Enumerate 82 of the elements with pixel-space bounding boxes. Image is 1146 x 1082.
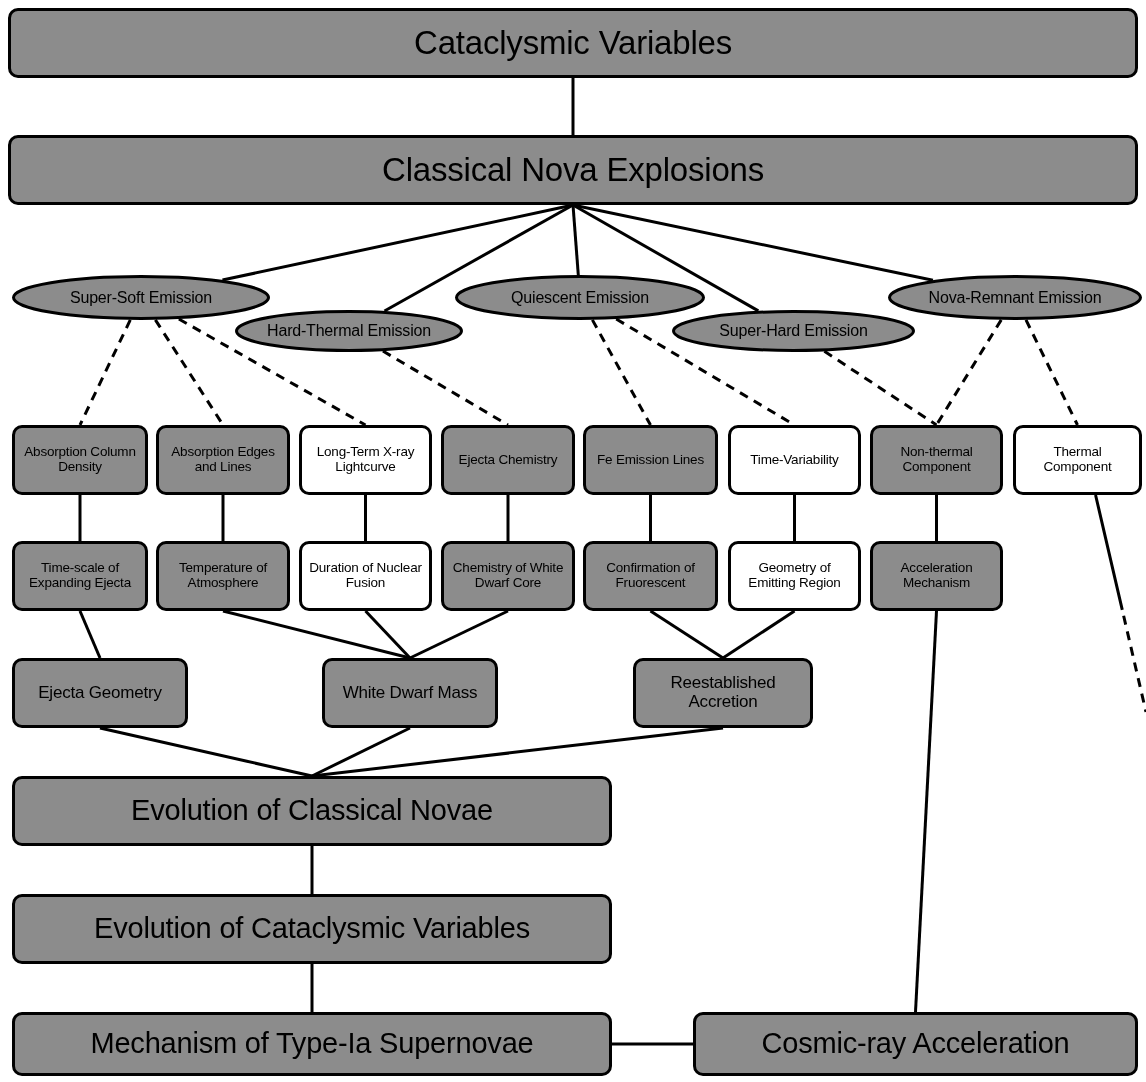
process-box	[870, 541, 1003, 611]
connector-line	[78, 495, 82, 541]
connector-line	[78, 610, 102, 659]
process-box	[12, 425, 148, 495]
process-box	[8, 8, 1138, 78]
node-label: Ejecta Geometry	[37, 683, 163, 703]
dashed-connector	[591, 319, 652, 426]
connector-line	[409, 609, 509, 660]
node-label: Fe Emission Lines	[596, 452, 705, 468]
node-label: Geometry of Emitting Region	[747, 561, 842, 591]
node-label: Evolution of Cataclysmic Variables	[93, 913, 531, 945]
process-box	[322, 658, 498, 728]
process-box	[156, 541, 290, 611]
dashed-connector	[1094, 494, 1146, 713]
process-box	[299, 425, 432, 495]
node-label: Thermal Component	[1042, 445, 1113, 475]
connector-line	[649, 609, 724, 660]
node-label: Temperature of Atmosphere	[178, 561, 269, 591]
connector-line	[311, 726, 724, 778]
node-label: Ejecta Chemistry	[457, 452, 559, 468]
dashed-connector	[178, 317, 367, 427]
connector-line	[649, 495, 652, 541]
connector-line	[793, 495, 796, 541]
connector-line	[310, 846, 314, 894]
node-label: Time-Variability	[749, 452, 840, 468]
node-label: Super-Soft Emission	[68, 288, 213, 307]
node-label: Time-scale of Expanding Ejecta	[28, 561, 132, 591]
process-box	[441, 541, 575, 611]
process-box	[8, 135, 1138, 205]
process-box	[693, 1012, 1138, 1076]
dashed-connector	[382, 349, 509, 427]
node-label: Cataclysmic Variables	[413, 24, 733, 62]
node-label: Absorption Column Density	[23, 445, 137, 475]
node-label: Hard-Thermal Emission	[266, 322, 432, 340]
dashed-connector	[1024, 319, 1079, 426]
connector-line	[99, 726, 313, 778]
process-box	[583, 425, 718, 495]
connector-line	[571, 78, 575, 135]
process-box	[870, 425, 1003, 495]
connector-line	[914, 610, 938, 1013]
node-label: Absorption Edges and Lines	[170, 445, 276, 475]
dashed-connector	[935, 319, 1003, 426]
process-box	[12, 1012, 612, 1076]
node-label: Confirmation of Fruorescent	[605, 561, 696, 591]
process-box	[728, 541, 861, 611]
process-box	[12, 541, 148, 611]
connector-line	[310, 964, 314, 1012]
process-box	[12, 658, 188, 728]
connector-line	[722, 609, 796, 660]
connector-line	[364, 609, 412, 660]
process-box	[156, 425, 290, 495]
process-box	[441, 425, 575, 495]
process-box	[1013, 425, 1142, 495]
node-label: Chemistry of White Dwarf Core	[451, 561, 565, 591]
connector-line	[383, 203, 574, 313]
dashed-connector	[78, 319, 132, 426]
connector-line	[612, 1042, 693, 1046]
node-label: Non-thermal Component	[899, 445, 974, 475]
node-label: Cosmic-ray Acceleration	[760, 1028, 1071, 1060]
node-label: Acceleration Mechanism	[899, 561, 974, 591]
node-label: Long-Term X-ray Lightcurve	[315, 445, 416, 475]
node-label: White Dwarf Mass	[341, 683, 479, 703]
node-label: Nova-Remnant Emission	[927, 288, 1103, 307]
node-label: Duration of Nuclear Fusion	[308, 561, 423, 591]
process-box	[633, 658, 813, 728]
node-label: Classical Nova Explosions	[381, 151, 765, 189]
process-box	[299, 541, 432, 611]
process-box	[728, 425, 861, 495]
connector-line	[571, 204, 580, 276]
connector-line	[506, 495, 510, 541]
dashed-connector	[823, 350, 938, 427]
connector-line	[221, 495, 225, 541]
node-label: Reestablished Accretion	[669, 674, 777, 712]
connector-line	[935, 495, 938, 541]
node-label: Evolution of Classical Novae	[130, 795, 494, 827]
node-label: Quiescent Emission	[510, 288, 650, 307]
process-box	[583, 541, 718, 611]
process-box	[12, 776, 612, 846]
node-label: Mechanism of Type-Ia Supernovae	[89, 1028, 535, 1060]
process-box	[12, 894, 612, 964]
node-label: Super-Hard Emission	[718, 322, 869, 340]
connector-line	[364, 495, 367, 541]
